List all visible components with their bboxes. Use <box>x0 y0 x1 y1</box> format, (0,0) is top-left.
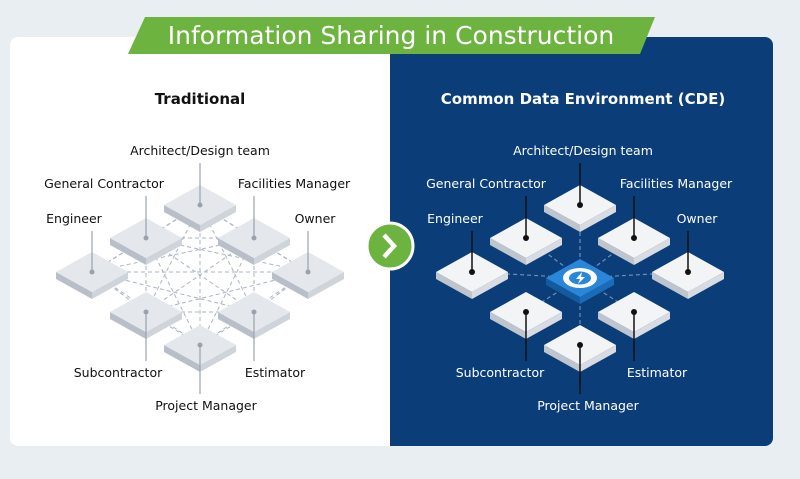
cde-label-owner: Owner <box>677 211 719 226</box>
leader-dot <box>89 269 95 275</box>
label-facilities-manager: Facilities Manager <box>238 176 351 191</box>
chevron-right-icon <box>382 233 398 259</box>
leader-dot <box>631 235 637 241</box>
leader-dot <box>685 269 691 275</box>
leader-dot <box>143 235 149 241</box>
title-banner <box>128 17 655 54</box>
leader-dot <box>197 202 203 208</box>
banner-title: Information Sharing in Construction <box>168 21 615 50</box>
connection-line <box>145 204 201 313</box>
cde-hub-icon <box>563 268 597 288</box>
leader-dot <box>523 235 529 241</box>
leader-dot <box>251 309 257 315</box>
leader-dot <box>469 269 475 275</box>
cde-label-architect: Architect/Design team <box>513 143 653 158</box>
label-subcontractor: Subcontractor <box>74 365 163 380</box>
label-engineer: Engineer <box>46 211 103 226</box>
cde-label-subcontractor: Subcontractor <box>456 365 545 380</box>
leader-dot <box>305 269 311 275</box>
traditional-heading: Traditional <box>155 90 246 108</box>
connection-line <box>199 237 255 346</box>
cde-label-general-contractor: General Contractor <box>426 176 547 191</box>
cde-label-facilities-manager: Facilities Manager <box>620 176 733 191</box>
leader-dot <box>143 309 149 315</box>
label-general-contractor: General Contractor <box>44 176 165 191</box>
connection-line <box>199 204 255 313</box>
cde-heading: Common Data Environment (CDE) <box>441 90 725 108</box>
leader-dot <box>631 309 637 315</box>
cde-panel <box>390 37 773 446</box>
cde-label-engineer: Engineer <box>427 211 484 226</box>
cde-label-estimator: Estimator <box>627 365 688 380</box>
label-project-manager: Project Manager <box>155 398 257 413</box>
leader-dot <box>197 342 203 348</box>
leader-dot <box>523 309 529 315</box>
label-estimator: Estimator <box>245 365 306 380</box>
traditional-panel <box>10 37 400 446</box>
next-arrow-button <box>365 221 415 271</box>
label-architect: Architect/Design team <box>130 143 270 158</box>
label-owner: Owner <box>295 211 337 226</box>
cde-label-project-manager: Project Manager <box>537 398 639 413</box>
leader-dot <box>577 342 583 348</box>
leader-dot <box>251 235 257 241</box>
connection-line <box>145 237 201 346</box>
leader-dot <box>577 202 583 208</box>
